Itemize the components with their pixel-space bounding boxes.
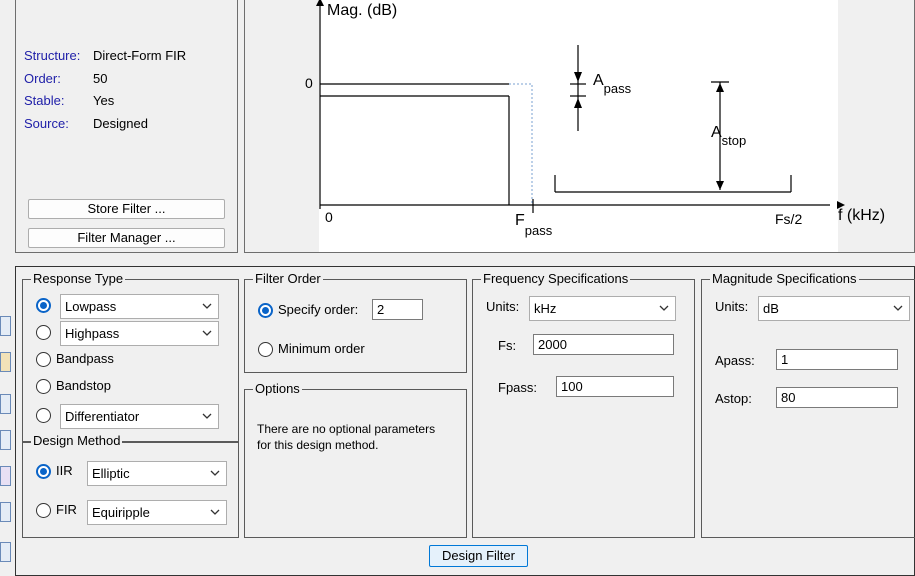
- filter-manager-button[interactable]: Filter Manager ...: [28, 228, 225, 248]
- realize-model-icon[interactable]: [0, 394, 11, 414]
- frequency-specs-group: Frequency Specifications Units: kHz Fs: …: [472, 271, 695, 538]
- lowpass-select[interactable]: Lowpass: [60, 294, 219, 319]
- fs-input[interactable]: 2000: [533, 334, 674, 355]
- multirate-icon[interactable]: [0, 502, 11, 522]
- fpass-input[interactable]: 100: [556, 376, 674, 397]
- freq-units-label: Units:: [486, 299, 520, 314]
- analysis-tool-icon[interactable]: [0, 316, 11, 336]
- design-method-title: Design Method: [31, 433, 123, 449]
- iir-method-value: Elliptic: [92, 466, 130, 481]
- specify-order-input[interactable]: 2: [372, 299, 423, 320]
- stable-value: Yes: [93, 93, 115, 108]
- differentiator-radio[interactable]: [36, 408, 51, 423]
- design-filter-button[interactable]: Design Filter: [429, 545, 528, 567]
- magnitude-specs-group: Magnitude Specifications Units: dB Apass…: [701, 271, 915, 538]
- filter-info-panel: Structure: Direct-Form FIR Order: 50 Sta…: [15, 0, 238, 253]
- import-filter-icon[interactable]: [0, 430, 11, 450]
- fpass-main: F: [515, 212, 525, 229]
- mag-units-label: Units:: [715, 299, 749, 314]
- design-method-group: Design Method IIR Elliptic FIR Equirippl…: [22, 433, 239, 538]
- chevron-down-icon: [202, 413, 212, 419]
- options-text-line1: There are no optional parameters: [257, 422, 436, 436]
- stable-label: Stable:: [24, 93, 65, 108]
- mag-units-select[interactable]: dB: [758, 296, 910, 321]
- chevron-down-icon: [659, 305, 669, 311]
- apass-main: A: [593, 72, 604, 89]
- side-toolbar: [0, 310, 12, 576]
- chevron-down-icon: [202, 330, 212, 336]
- bandstop-radio[interactable]: [36, 379, 51, 394]
- magnitude-specs-title: Magnitude Specifications: [710, 271, 859, 287]
- chevron-down-icon: [202, 303, 212, 309]
- fir-method-value: Equiripple: [92, 505, 150, 520]
- highpass-radio[interactable]: [36, 325, 51, 340]
- iir-label[interactable]: IIR: [56, 463, 73, 478]
- zero-db-label: 0: [305, 75, 313, 91]
- bandstop-label[interactable]: Bandstop: [56, 378, 111, 393]
- fir-method-select[interactable]: Equiripple: [87, 500, 227, 525]
- response-type-group: Response Type Lowpass Highpass Bandpass …: [22, 271, 239, 443]
- options-title: Options: [253, 381, 302, 397]
- source-label: Source:: [24, 116, 69, 131]
- fir-radio[interactable]: [36, 503, 51, 518]
- y-axis-label: Mag. (dB): [327, 2, 398, 19]
- filter-specs-diagram-panel: Mag. (dB) 0 0 Fpass Fs/2 f (kHz) Apass A…: [244, 0, 915, 253]
- x-axis-label: f (kHz): [838, 207, 886, 224]
- chevron-down-icon: [210, 509, 220, 515]
- differentiator-select-value: Differentiator: [65, 409, 140, 424]
- response-type-title: Response Type: [31, 271, 126, 287]
- filter-order-title: Filter Order: [253, 271, 323, 287]
- specify-order-radio[interactable]: [258, 303, 273, 318]
- transform-tool-icon[interactable]: [0, 352, 11, 372]
- design-panel: Response Type Lowpass Highpass Bandpass …: [15, 266, 915, 576]
- iir-radio[interactable]: [36, 464, 51, 479]
- zero-freq-label: 0: [325, 209, 333, 225]
- structure-label: Structure:: [24, 48, 81, 63]
- store-filter-button[interactable]: Store Filter ...: [28, 199, 225, 219]
- apass-spec-label: Apass:: [715, 353, 755, 368]
- freq-units-select[interactable]: kHz: [529, 296, 676, 321]
- astop-label: Astop: [711, 123, 746, 148]
- structure-value: Direct-Form FIR: [93, 48, 187, 63]
- fpass-spec-label: Fpass:: [498, 380, 538, 395]
- fpass-sub: pass: [524, 223, 553, 238]
- highpass-select-value: Highpass: [65, 326, 120, 341]
- differentiator-select[interactable]: Differentiator: [60, 404, 219, 429]
- filter-order-group: Filter Order Specify order: 2 Minimum or…: [244, 271, 467, 373]
- magnitude-response-diagram: [316, 0, 845, 213]
- specify-order-label[interactable]: Specify order:: [278, 302, 359, 317]
- mag-units-value: dB: [763, 301, 779, 316]
- lowpass-radio[interactable]: [36, 298, 51, 313]
- fs2-label: Fs/2: [775, 211, 803, 227]
- bandpass-label[interactable]: Bandpass: [56, 351, 114, 366]
- source-value: Designed: [93, 116, 148, 131]
- chevron-down-icon: [210, 470, 220, 476]
- minimum-order-label[interactable]: Minimum order: [278, 341, 365, 356]
- options-group: Options There are no optional parameters…: [244, 381, 467, 538]
- pole-zero-editor-icon[interactable]: [0, 466, 11, 486]
- design-filter-icon[interactable]: [0, 542, 11, 562]
- options-text-line2: for this design method.: [257, 438, 379, 452]
- apass-sub: pass: [603, 81, 632, 96]
- fs-label: Fs:: [498, 338, 517, 353]
- fir-label[interactable]: FIR: [56, 502, 77, 517]
- order-value: 50: [93, 71, 108, 86]
- highpass-select[interactable]: Highpass: [60, 321, 219, 346]
- freq-units-value: kHz: [534, 301, 557, 316]
- frequency-specs-title: Frequency Specifications: [481, 271, 631, 287]
- astop-sub: stop: [721, 133, 747, 148]
- apass-label: Apass: [593, 71, 631, 96]
- minimum-order-radio[interactable]: [258, 342, 273, 357]
- apass-input[interactable]: 1: [776, 349, 898, 370]
- lowpass-select-value: Lowpass: [65, 299, 117, 314]
- chevron-down-icon: [893, 305, 903, 311]
- fpass-label: Fpass: [515, 211, 552, 238]
- bandpass-radio[interactable]: [36, 352, 51, 367]
- astop-input[interactable]: 80: [776, 387, 898, 408]
- astop-spec-label: Astop:: [715, 391, 752, 406]
- astop-main: A: [711, 124, 722, 141]
- iir-method-select[interactable]: Elliptic: [87, 461, 227, 486]
- order-label: Order:: [24, 71, 61, 86]
